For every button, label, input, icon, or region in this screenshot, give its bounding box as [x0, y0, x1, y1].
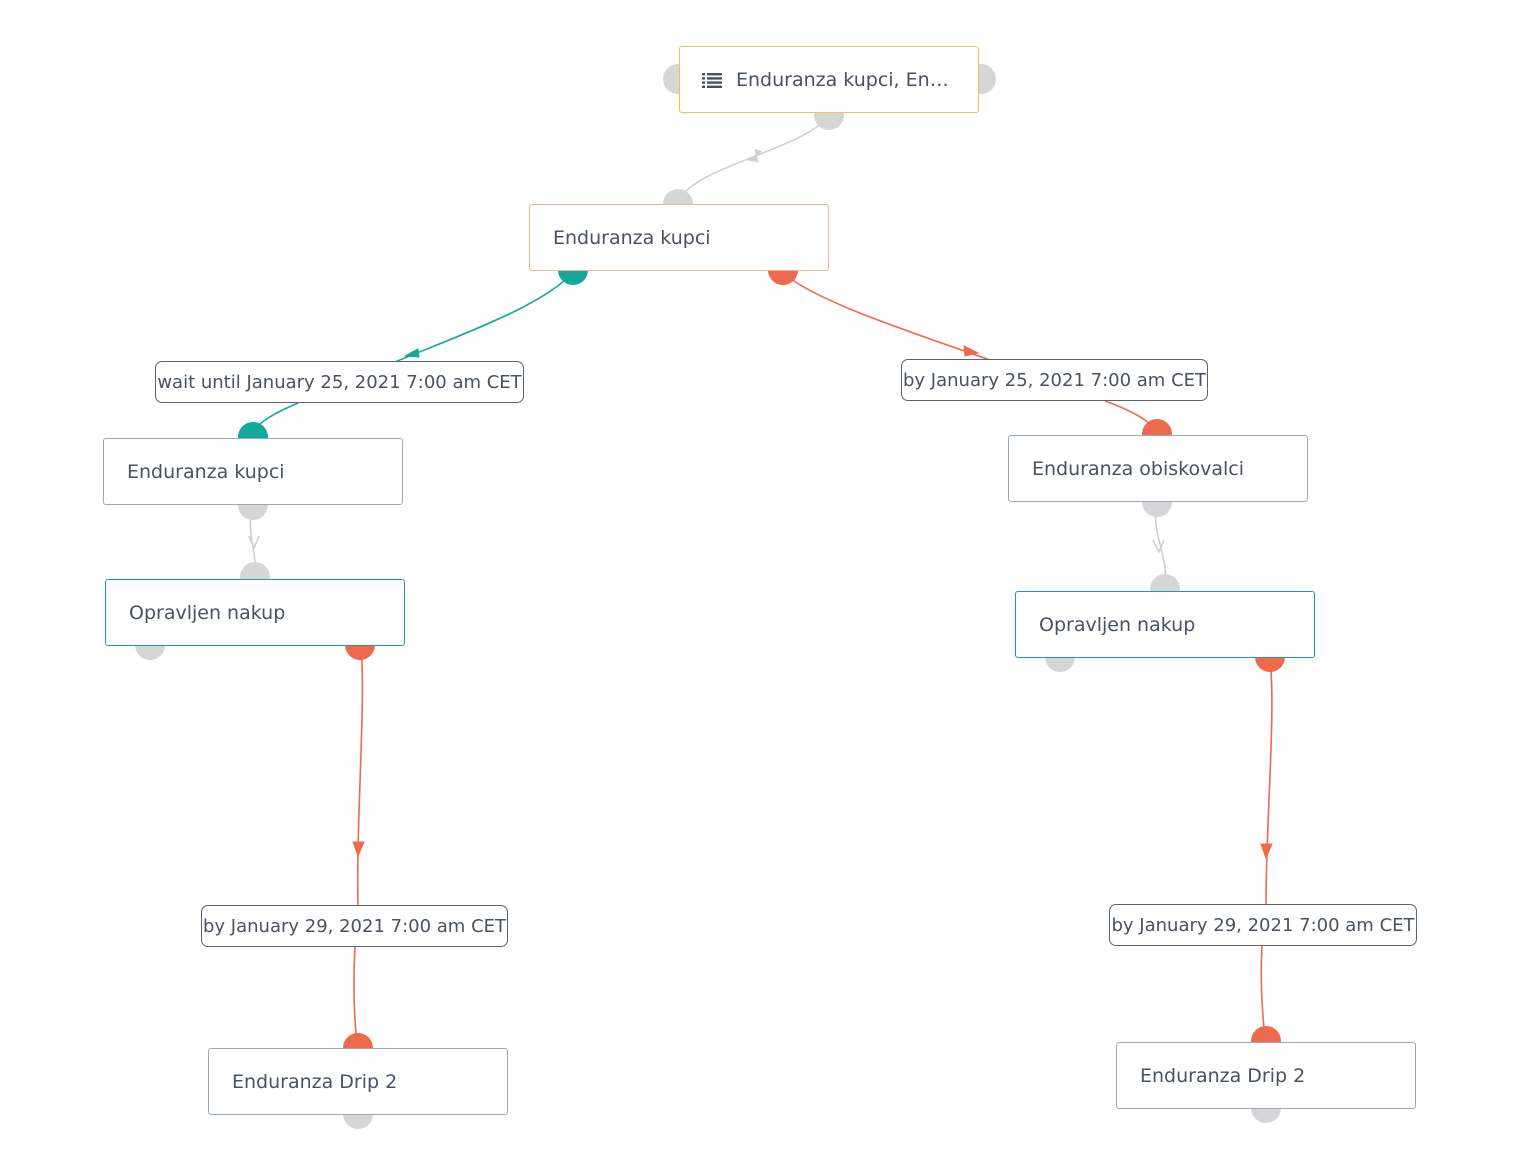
condition-by-right[interactable]: by January 25, 2021 7:00 am CET: [901, 359, 1208, 401]
node-goal-right[interactable]: Opravljen nakup: [1015, 591, 1315, 658]
node-label: Enduranza kupci, End…: [736, 68, 956, 91]
edge-goal-left-to-by-left: [356, 647, 364, 907]
list-icon: [702, 72, 722, 88]
edge-arrow: [1260, 843, 1273, 860]
node-label: Opravljen nakup: [1039, 613, 1196, 636]
edge-segment-to-by-right: [782, 271, 991, 361]
node-drip-left[interactable]: Enduranza Drip 2: [208, 1048, 508, 1115]
node-source-list[interactable]: Enduranza kupci, End…: [679, 46, 979, 113]
condition-label: by January 25, 2021 7:00 am CET: [903, 369, 1207, 391]
edge-arrow: [746, 148, 763, 163]
condition-label: wait until January 25, 2021 7:00 am CET: [157, 371, 522, 393]
edge-arrow: [403, 348, 420, 358]
node-label: Enduranza kupci: [127, 460, 285, 483]
node-goal-left[interactable]: Opravljen nakup: [105, 579, 405, 646]
condition-label: by January 29, 2021 7:00 am CET: [203, 915, 507, 937]
edge-arrow: [963, 345, 980, 357]
node-segment-top[interactable]: Enduranza kupci: [529, 204, 829, 271]
node-label: Opravljen nakup: [129, 601, 286, 624]
edge-goal-right-to-by-right-bottom: [1265, 659, 1273, 906]
condition-wait-left[interactable]: wait until January 25, 2021 7:00 am CET: [155, 361, 524, 403]
condition-label: by January 29, 2021 7:00 am CET: [1111, 914, 1415, 936]
node-segment-left[interactable]: Enduranza kupci: [103, 438, 403, 505]
edge-arrow: [352, 841, 365, 858]
condition-by-left-bottom[interactable]: by January 29, 2021 7:00 am CET: [201, 905, 508, 947]
node-label: Enduranza Drip 2: [1140, 1064, 1306, 1087]
node-label: Enduranza kupci: [553, 226, 711, 249]
node-label: Enduranza obiskovalci: [1032, 457, 1245, 480]
edge-arrow: [248, 535, 260, 551]
node-segment-right[interactable]: Enduranza obiskovalci: [1008, 435, 1308, 502]
node-drip-right[interactable]: Enduranza Drip 2: [1116, 1042, 1416, 1109]
node-label: Enduranza Drip 2: [232, 1070, 398, 1093]
edge-by-right-bottom-to-drip-right: [1260, 945, 1266, 1039]
edge-segment-to-wait: [394, 271, 574, 363]
condition-by-right-bottom[interactable]: by January 29, 2021 7:00 am CET: [1109, 904, 1417, 946]
edge-arrow: [1152, 539, 1165, 554]
edge-by-left-to-drip-left: [353, 946, 358, 1046]
